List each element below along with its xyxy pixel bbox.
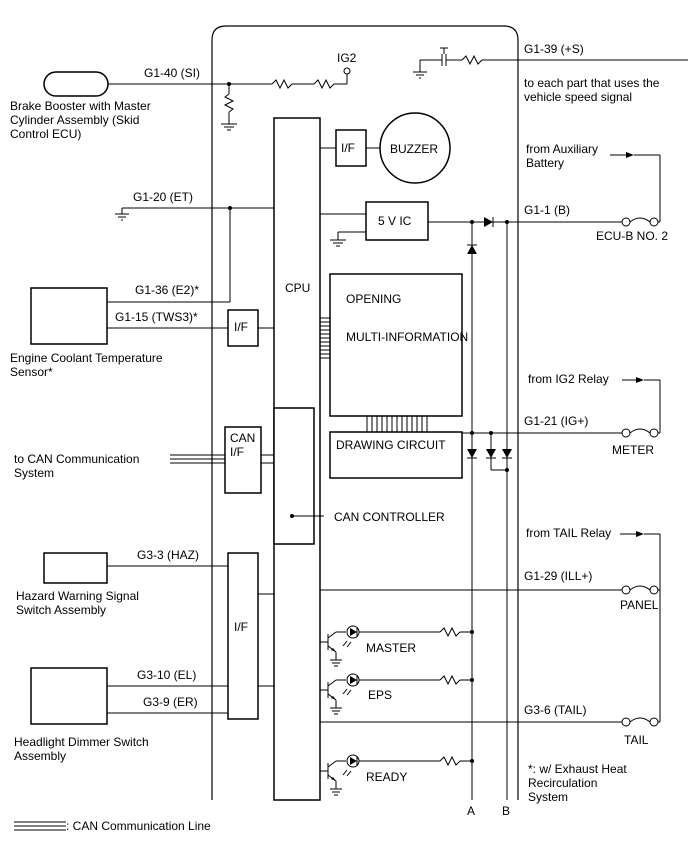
meter-label: METER — [612, 443, 654, 457]
bus-b-label: B — [502, 804, 510, 818]
can-line — [170, 454, 225, 464]
footnote: *: w/ Exhaust Heat Recirculation System — [528, 762, 630, 804]
legend-can-line — [14, 821, 66, 831]
can-system-label: to CAN Communication System — [14, 452, 143, 480]
can-controller-label: CAN CONTROLLER — [334, 510, 445, 524]
drawing-circuit-label: DRAWING CIRCUIT — [336, 438, 446, 452]
hazard-switch-label: Hazard Warning Signal Switch Assembly — [16, 589, 142, 617]
engine-coolant-label: Engine Coolant Temperature Sensor* — [10, 351, 166, 379]
aux-battery-label: from Auxiliary Battery — [526, 142, 601, 170]
headlight-switch — [30, 667, 108, 725]
display-connector — [320, 317, 330, 359]
bus-a-label: A — [467, 804, 475, 818]
pin-el: G3-10 (EL) — [137, 668, 196, 682]
panel-label: PANEL — [620, 598, 659, 612]
ig2-relay-label: from IG2 Relay — [528, 372, 609, 386]
speed-signal-label: to each part that uses the vehicle speed… — [524, 76, 663, 104]
pin-haz: G3-3 (HAZ) — [137, 548, 199, 562]
opening-label: OPENING — [346, 292, 401, 306]
cpu-label: CPU — [285, 281, 310, 295]
brake-booster-label: Brake Booster with Master Cylinder Assem… — [10, 99, 154, 141]
buzzer — [379, 112, 451, 184]
if-top-label: I/F — [341, 141, 355, 155]
headlight-switch-label: Headlight Dimmer Switch Assembly — [14, 735, 152, 763]
pin-s-plus: G1-39 (+S) — [524, 42, 584, 56]
pin-si: G1-40 (SI) — [144, 66, 200, 80]
display-block — [329, 273, 463, 417]
pin-er: G3-9 (ER) — [143, 695, 198, 709]
master-indicator — [320, 625, 474, 667]
tail-relay-label: from TAIL Relay — [526, 526, 611, 540]
meter-outline — [211, 25, 519, 800]
ic-5v-block — [365, 201, 429, 241]
ready-label: READY — [366, 770, 407, 784]
hazard-switch — [43, 552, 108, 584]
pin-et: G1-20 (ET) — [133, 190, 193, 204]
ic-5v-label: 5 V IC — [378, 214, 412, 228]
engine-coolant-sensor — [30, 287, 108, 345]
pin-tail: G3-6 (TAIL) — [524, 703, 586, 717]
can-if-label: CAN I/F — [230, 431, 259, 459]
pin-b: G1-1 (B) — [524, 203, 570, 217]
ready-indicator — [320, 754, 474, 796]
pin-ig2: IG2 — [337, 51, 357, 65]
can-if-block — [224, 426, 262, 494]
pin-ig-plus: G1-21 (IG+) — [524, 414, 588, 428]
multi-info-label: MULTI-INFORMATION — [346, 330, 468, 344]
buzzer-label: BUZZER — [390, 142, 438, 156]
eps-label: EPS — [368, 688, 392, 702]
pin-ill-plus: G1-29 (ILL+) — [524, 569, 592, 583]
ecu-b-label: ECU-B NO. 2 — [596, 229, 668, 243]
if-low-label: I/F — [234, 620, 248, 634]
can-controller-block — [273, 407, 315, 545]
if-low-block — [227, 552, 259, 720]
pin-tws3: G1-15 (TWS3)* — [115, 310, 198, 324]
legend-label: : CAN Communication Line — [66, 819, 211, 833]
if-mid-label: I/F — [234, 320, 248, 334]
drawing-circuit-block — [329, 431, 463, 479]
master-label: MASTER — [366, 641, 416, 655]
eps-indicator — [320, 673, 474, 715]
pin-e2: G1-36 (E2)* — [135, 283, 199, 297]
brake-booster-sensor — [43, 71, 109, 97]
drawing-connector — [366, 416, 428, 432]
tail-fuse-label: TAIL — [624, 733, 649, 747]
